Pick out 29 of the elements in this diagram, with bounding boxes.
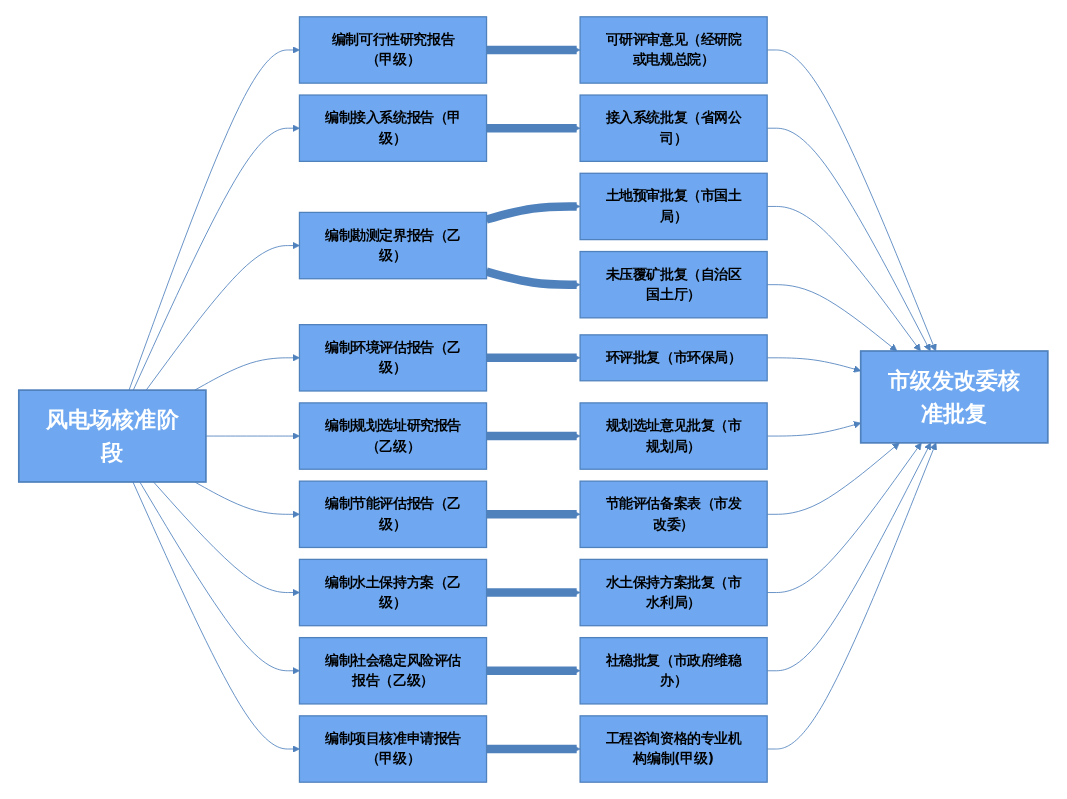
node-box: 编制环境评估报告（乙级） — [299, 324, 488, 392]
node-box: 市级发改委核准批复 — [860, 350, 1049, 444]
node-box: 节能评估备案表（市发改委） — [579, 480, 768, 549]
node-box: 编制项目核准申请报告（甲级） — [299, 715, 488, 783]
node-box: 编制节能评估报告（乙级） — [299, 480, 488, 549]
node-box: 规划选址意见批复（市规划局） — [579, 402, 768, 470]
arrow — [486, 45, 581, 55]
node-box: 工程咨询资格的专业机构编制(甲级) — [579, 715, 768, 783]
node-box: 编制社会稳定风险评估报告（乙级） — [299, 636, 488, 705]
arrow — [486, 431, 581, 441]
node-box: 编制水土保持方案（乙级） — [299, 558, 488, 627]
arrow — [486, 588, 581, 597]
node-box: 可研评审意见（经研院或电规总院） — [579, 16, 768, 84]
node-box: 编制接入系统报告（甲级） — [299, 94, 488, 162]
arrow — [486, 510, 581, 519]
node-box: 社稳批复（市政府维稳办） — [579, 636, 768, 705]
node-box: 土地预审批复（市国土局） — [579, 172, 768, 241]
node-box: 环评批复（市环保局） — [579, 334, 768, 382]
node-box: 水土保持方案批复（市水利局） — [579, 558, 768, 627]
node-box: 编制规划选址研究报告（乙级） — [299, 402, 488, 470]
node-box: 接入系统批复（省网公司） — [579, 94, 768, 162]
arrow — [486, 666, 581, 676]
arrow — [486, 123, 581, 133]
node-box: 编制可行性研究报告（甲级） — [299, 16, 488, 84]
arrow — [486, 744, 581, 754]
arrow — [486, 353, 581, 363]
node-box: 风电场核准阶段 — [18, 389, 207, 483]
node-box: 编制勘测定界报告（乙级） — [299, 211, 488, 280]
node-box: 未压覆矿批复（自治区国土厅） — [579, 250, 768, 319]
